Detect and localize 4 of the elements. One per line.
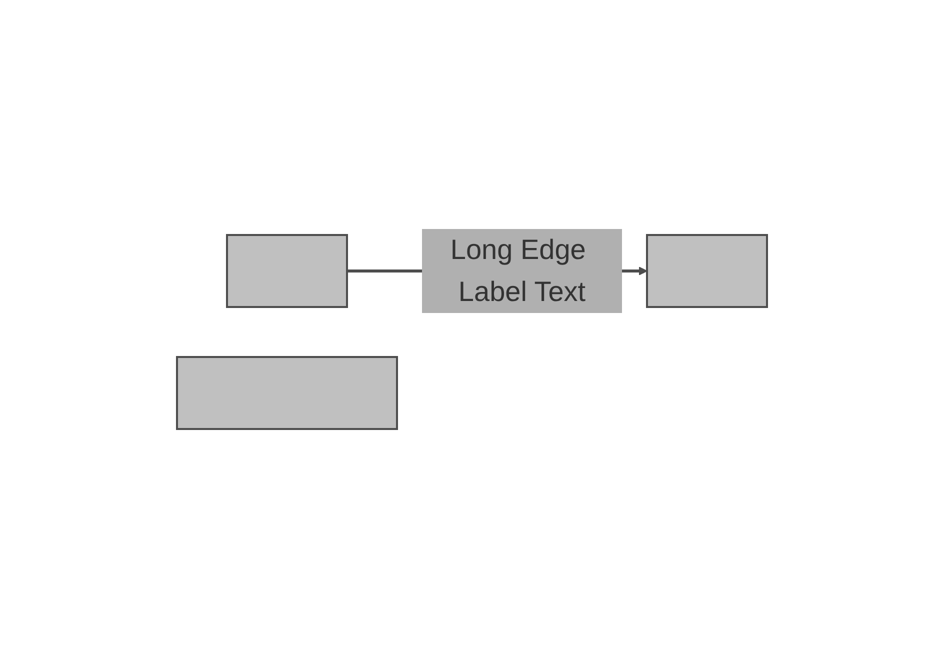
node-box	[646, 234, 768, 308]
node-box	[226, 234, 348, 308]
node-box	[176, 356, 398, 430]
edge-label: Long Edge Label Text	[450, 234, 586, 307]
